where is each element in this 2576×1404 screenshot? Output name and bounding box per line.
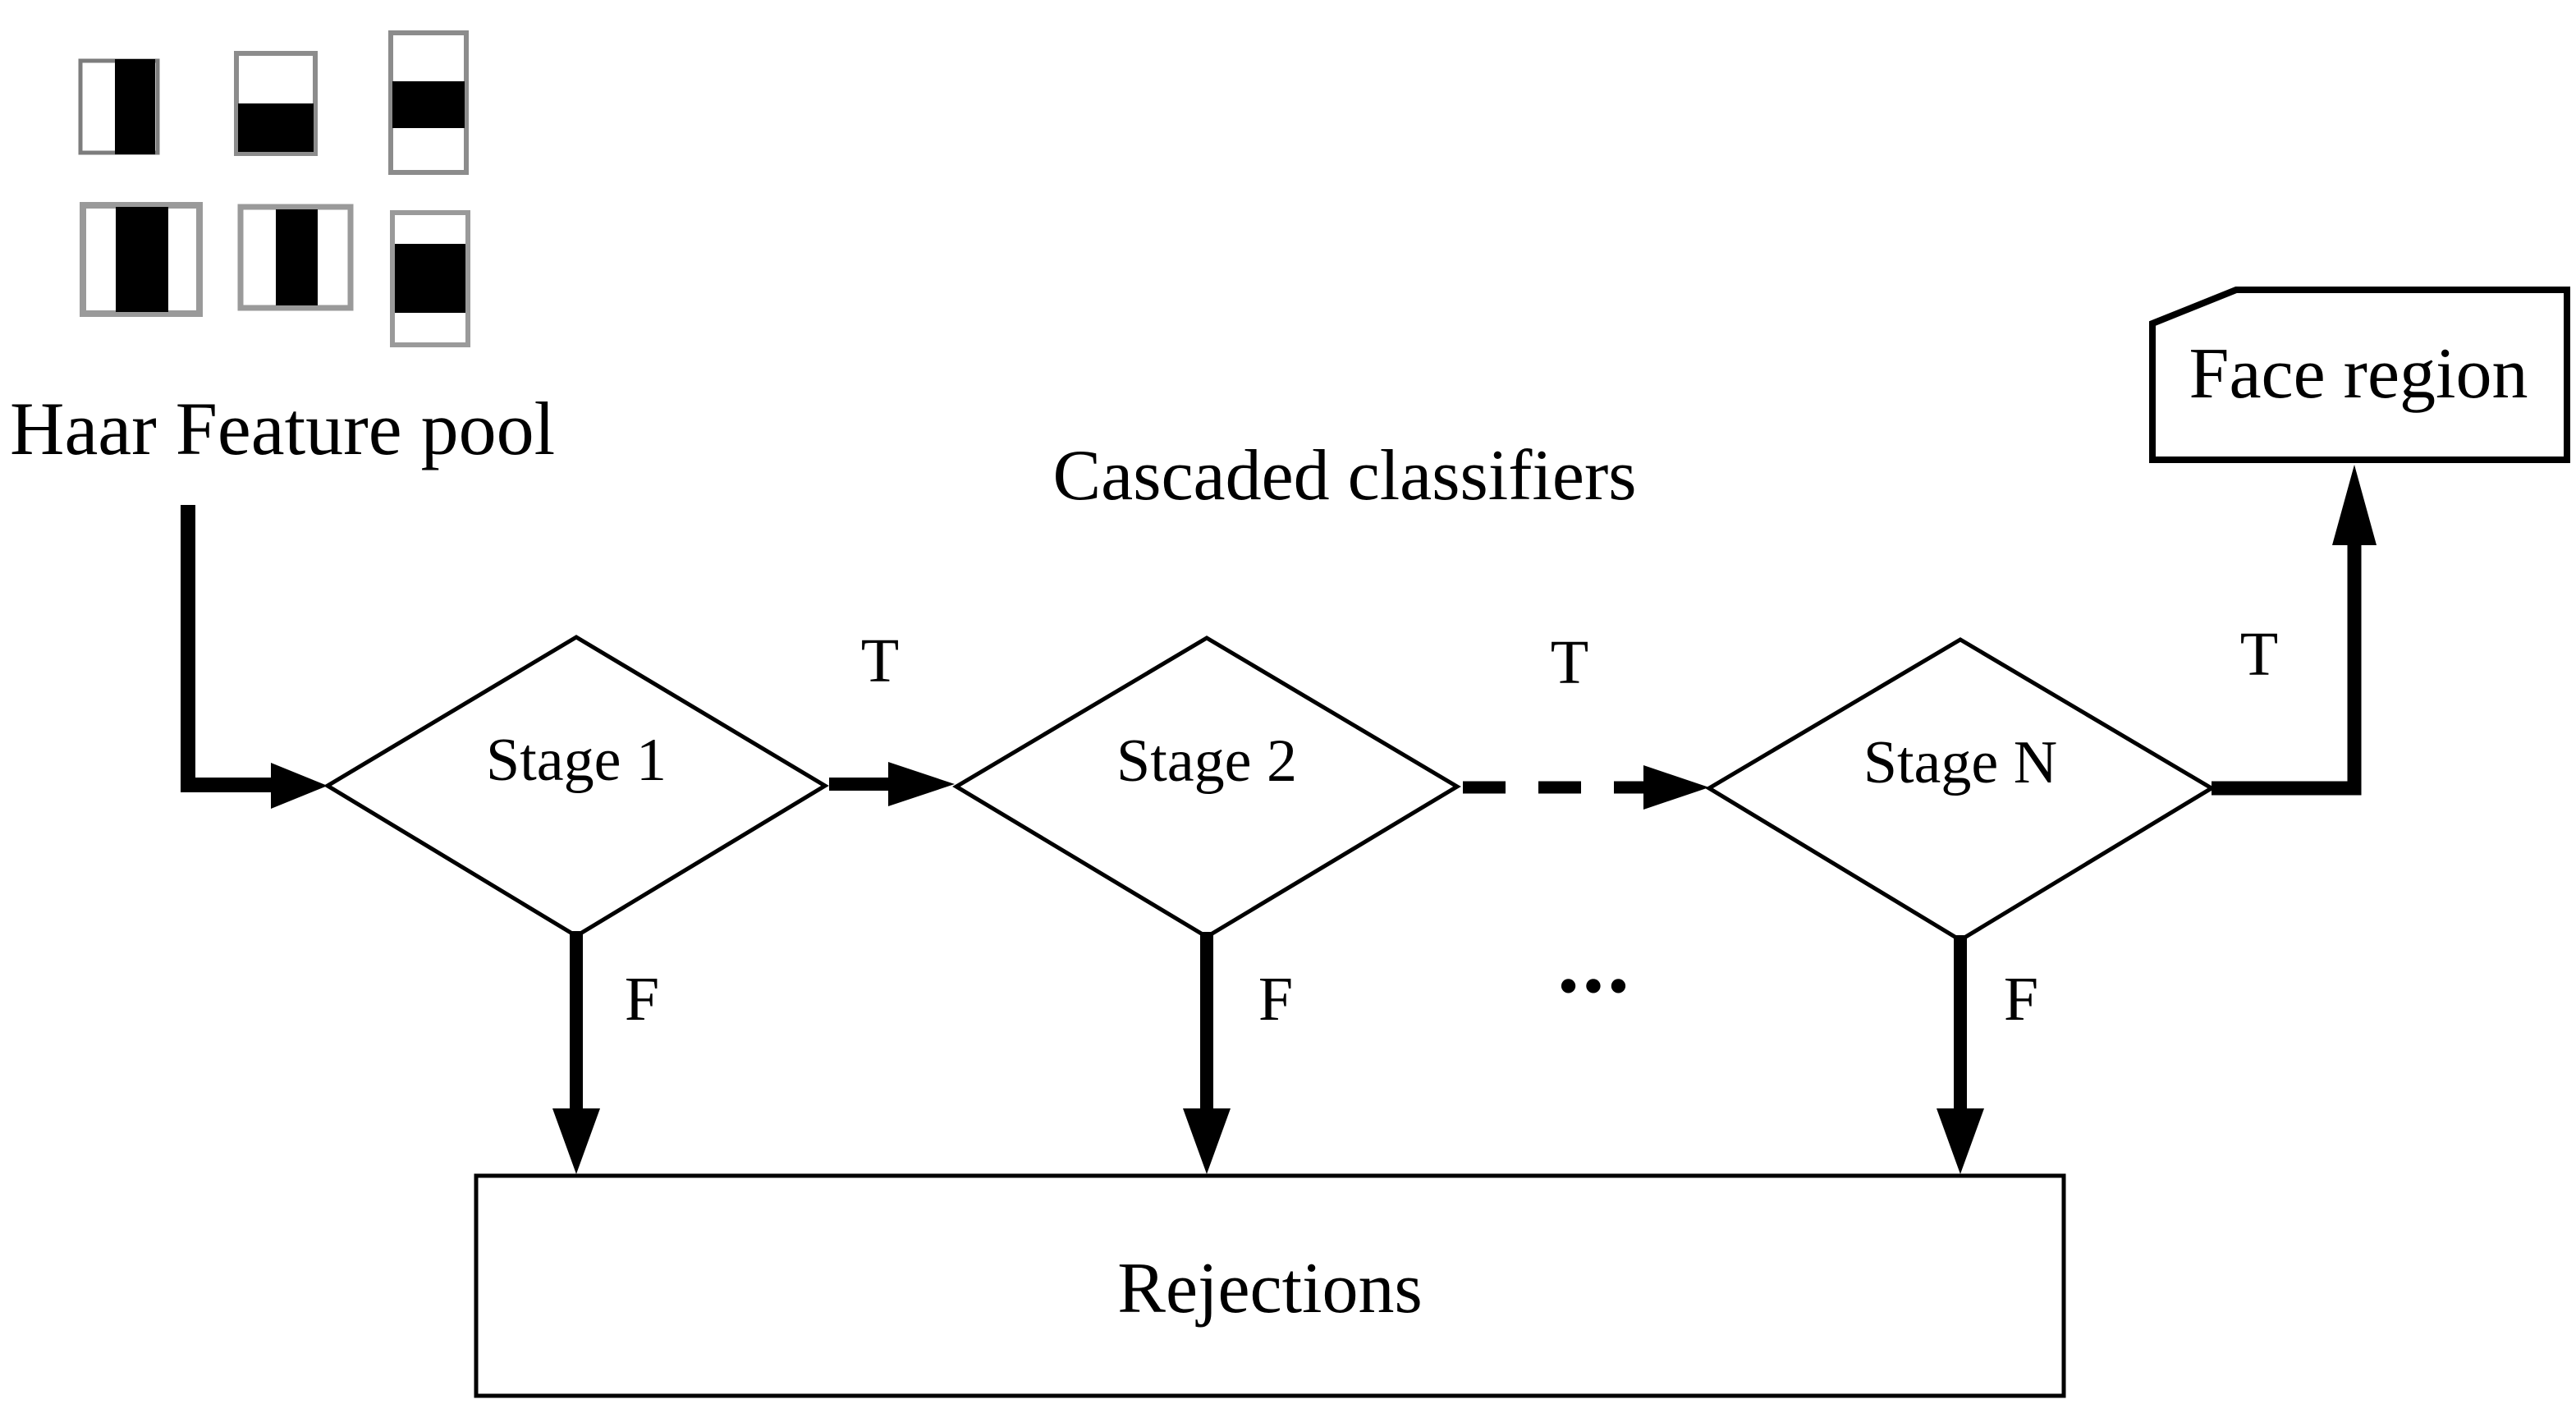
haar-feature-4	[80, 202, 203, 317]
haar-feature-black-region	[392, 81, 465, 128]
false-arrow-1-head	[552, 1108, 600, 1174]
ellipsis-dots: •••	[1559, 957, 1634, 1015]
true-label-1: T	[861, 626, 899, 695]
true-arrow-1-head	[888, 762, 955, 806]
haar-feature-3	[388, 30, 469, 175]
haar-feature-1	[78, 58, 160, 155]
false-arrow-1	[552, 931, 600, 1174]
haar-feature-6	[390, 210, 470, 347]
input-arrow-line	[181, 505, 273, 792]
stage-n-label: Stage N	[1863, 729, 2057, 796]
diagram-title: Cascaded classifiers	[1052, 436, 1636, 516]
haar-feature-black-region	[276, 209, 318, 305]
haar-pool-label: Haar Feature pool	[10, 387, 555, 470]
haar-feature-black-region	[116, 207, 168, 312]
false-arrow-3-head	[1937, 1108, 1984, 1174]
false-arrow-2	[1183, 932, 1231, 1174]
true-arrow-1	[829, 762, 955, 806]
stage-1-label: Stage 1	[486, 727, 667, 794]
true-arrow-3-line	[2212, 542, 2362, 796]
input-arrowhead	[271, 763, 328, 809]
true-arrow-2-dashed	[1463, 765, 1709, 810]
face-region-box	[2149, 287, 2570, 463]
false-label-3: F	[2004, 965, 2038, 1034]
stage-2-label: Stage 2	[1116, 727, 1297, 795]
true-arrow-3-head	[2332, 465, 2377, 545]
haar-feature-black-region	[238, 103, 314, 152]
false-label-1: F	[625, 965, 659, 1034]
rejections-box	[474, 1173, 2066, 1398]
haar-feature-black-region	[115, 59, 155, 154]
rejections-label: Rejections	[1117, 1249, 1422, 1328]
true-label-3: T	[2240, 620, 2278, 689]
face-region-label: Face region	[2189, 334, 2528, 414]
input-arrow	[181, 505, 328, 809]
true-arrow-2-head	[1643, 765, 1709, 810]
haar-feature-2	[234, 51, 318, 156]
haar-feature-black-region	[395, 244, 465, 313]
true-label-2: T	[1551, 628, 1588, 697]
false-arrow-3	[1937, 935, 1984, 1174]
false-label-2: F	[1258, 965, 1293, 1034]
true-arrow-3	[2212, 465, 2377, 796]
haar-feature-5	[237, 204, 354, 311]
false-arrow-2-head	[1183, 1108, 1231, 1174]
haar-feature-pool	[78, 30, 470, 347]
